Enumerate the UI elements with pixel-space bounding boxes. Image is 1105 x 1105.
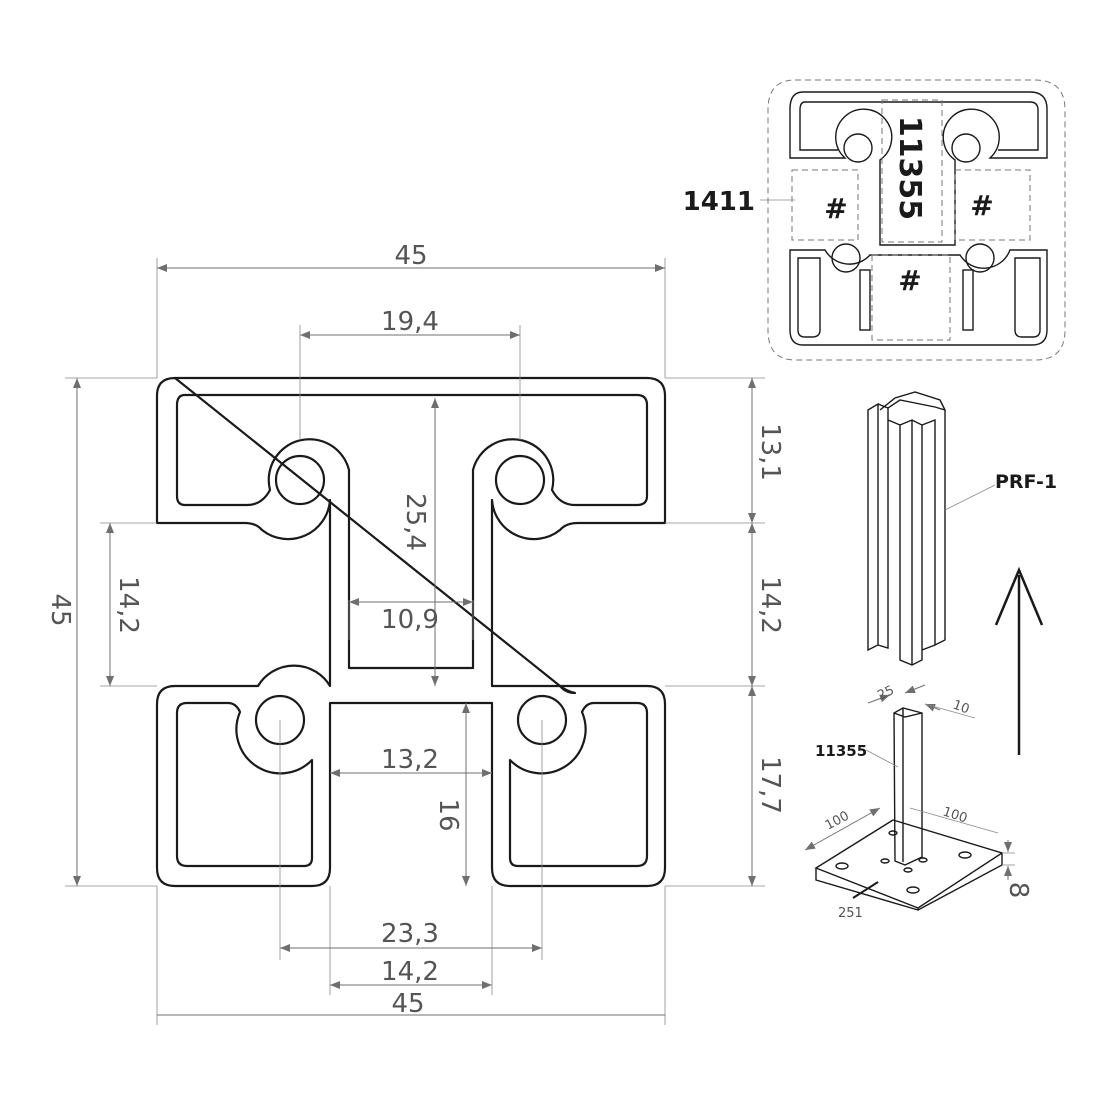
top-right-lobe <box>494 454 546 506</box>
dim-lobe-spacing: 23,3 <box>381 919 439 949</box>
top-left-lobe <box>274 454 326 506</box>
plate-y-label: 100 <box>941 805 969 827</box>
hash-bottom: # <box>898 264 921 297</box>
profile-perspective: PRF-1 <box>867 391 1057 666</box>
dim-inner-gap: 10,9 <box>381 605 439 635</box>
dimension-labels: 45 19,4 45 13,1 14,2 17,7 14,2 25,4 10,9… <box>45 241 785 1019</box>
dim-bottom-slot-depth: 16 <box>433 798 463 831</box>
post-depth-label: 10 <box>951 698 972 718</box>
dim-overall-height: 45 <box>45 593 75 626</box>
post-width-label: 25 <box>875 683 896 704</box>
bottom-right-hollow <box>508 701 649 868</box>
dim-overall-width-bottom: 45 <box>391 989 424 1019</box>
plate-thickness-label: 8 <box>1003 882 1033 899</box>
hash-right: # <box>970 189 993 222</box>
dim-lower-height: 17,7 <box>755 756 785 814</box>
insert-label: 11355 <box>892 116 927 220</box>
assembly-thumbnail: # # # 11355 1411 <box>683 79 1066 361</box>
profile-top-hollow <box>175 393 649 670</box>
dim-bottom-slot-outer: 14,2 <box>381 957 439 987</box>
dim-overall-width-top: 45 <box>394 241 427 271</box>
dim-center-depth: 25,4 <box>400 493 430 551</box>
profile-outer-contour <box>155 376 667 888</box>
plate-ref-label: 251 <box>838 906 863 921</box>
profile-label: PRF-1 <box>995 471 1057 493</box>
post-label: 11355 <box>815 742 867 760</box>
dim-slot-width-top: 19,4 <box>381 307 439 337</box>
bottom-left-hollow <box>175 701 314 868</box>
dim-right-slot-height: 14,2 <box>755 576 785 634</box>
part-label-1411: 1411 <box>683 187 755 217</box>
dimension-lines <box>73 264 756 1016</box>
dim-top-bar-height: 13,1 <box>755 423 785 481</box>
hash-left: # <box>824 192 847 225</box>
up-arrow-icon <box>994 566 1044 755</box>
extension-lines <box>65 258 765 1025</box>
base-plate-assembly: 100 100 8 251 11355 25 10 <box>804 683 1033 921</box>
dim-left-slot-height: 14,2 <box>113 576 143 634</box>
plate-x-label: 100 <box>823 809 852 834</box>
profile-cross-section <box>155 376 667 888</box>
dim-bottom-slot-width: 13,2 <box>381 745 439 775</box>
